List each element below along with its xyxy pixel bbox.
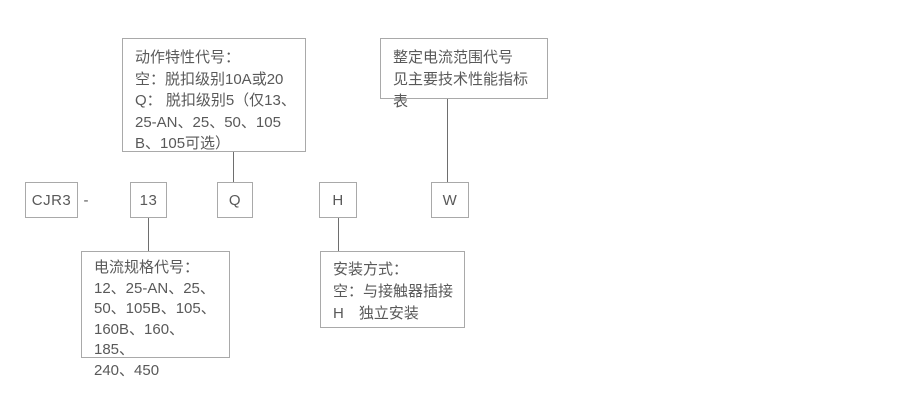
current-spec-text: 电流规格代号： 12、25-AN、25、 50、105B、105、 160B、1… xyxy=(94,259,216,379)
current-range-code-box: W xyxy=(431,182,469,218)
mounting-code-label: H xyxy=(332,191,344,209)
mounting-code-box: H xyxy=(319,182,357,218)
model-prefix-box: CJR3 xyxy=(25,182,78,218)
connector-range-callout-to-w-box xyxy=(447,99,448,182)
connector-action-callout-to-q-box xyxy=(233,152,234,182)
separator-dash: - xyxy=(83,191,89,209)
mounting-type-text: 安装方式： 空：与接触器插接 H 独立安装 xyxy=(333,261,454,322)
action-code-box: Q xyxy=(217,182,253,218)
current-spec-code-label: 13 xyxy=(139,191,158,209)
current-spec-code-box: 13 xyxy=(130,182,167,218)
setting-current-range-callout: 整定电流范围代号 见主要技术性能指标表 xyxy=(380,38,548,110)
mounting-type-callout: 安装方式： 空：与接触器插接 H 独立安装 xyxy=(320,251,465,328)
action-characteristic-text: 动作特性代号： 空：脱扣级别10A或20 Q： 脱扣级别5（仅13、 25-AN… xyxy=(135,49,296,152)
action-characteristic-callout: 动作特性代号： 空：脱扣级别10A或20 Q： 脱扣级别5（仅13、 25-AN… xyxy=(122,38,306,152)
action-code-label: Q xyxy=(228,191,242,209)
model-prefix-label: CJR3 xyxy=(31,191,72,209)
current-spec-callout: 电流规格代号： 12、25-AN、25、 50、105B、105、 160B、1… xyxy=(81,251,230,379)
connector-13-box-to-spec-callout xyxy=(148,218,149,251)
current-range-code-label: W xyxy=(442,191,458,209)
setting-current-range-text: 整定电流范围代号 见主要技术性能指标表 xyxy=(393,49,529,110)
connector-h-box-to-mounting-callout xyxy=(338,218,339,251)
